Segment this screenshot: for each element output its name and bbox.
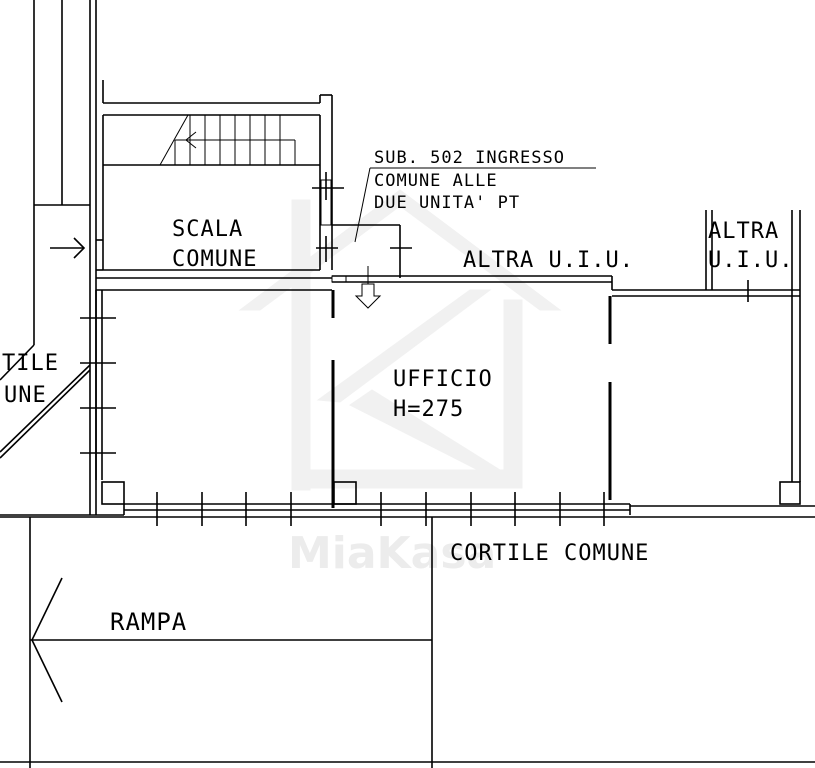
right-walls <box>791 210 801 482</box>
altra-right-label-line1: ALTRA <box>708 219 779 244</box>
corridor-walls <box>331 210 800 302</box>
watermark-text: MiaKasa <box>288 528 496 579</box>
sub-label-line1: SUB. 502 INGRESSO <box>374 148 565 168</box>
altra-right-label-line2: U.I.U. <box>708 248 793 273</box>
sub-leader-line <box>354 167 596 243</box>
rampa-arrow-icon <box>31 577 63 703</box>
left-walls <box>0 0 97 515</box>
bottom-facade <box>123 492 815 526</box>
sub-label-line3: DUE UNITA' PT <box>374 193 520 213</box>
cortile-left-label-line2: UNE <box>4 383 47 408</box>
ufficio-label-line1: UFFICIO <box>393 367 493 392</box>
scala-label-line1: SCALA <box>172 217 243 242</box>
scala-door-marks <box>312 172 412 278</box>
altra-uiu-label: ALTRA U.I.U. <box>463 248 634 273</box>
scala-comune-walls <box>96 80 333 279</box>
stair-icon <box>159 114 296 166</box>
sub-label-line2: COMUNE ALLE <box>374 171 498 191</box>
courtyard-lines <box>0 514 815 768</box>
ufficio-walls <box>80 289 801 508</box>
cortile-comune-label: CORTILE COMUNE <box>450 541 649 566</box>
rampa-label: RAMPA <box>110 608 187 636</box>
ufficio-label-line2: H=275 <box>393 397 464 422</box>
entrance-arrow-icon <box>50 237 86 259</box>
cortile-left-label-line1: TILE <box>2 351 59 376</box>
scala-label-line2: COMUNE <box>172 247 257 272</box>
ufficio-entrance-arrow-icon <box>354 266 382 309</box>
